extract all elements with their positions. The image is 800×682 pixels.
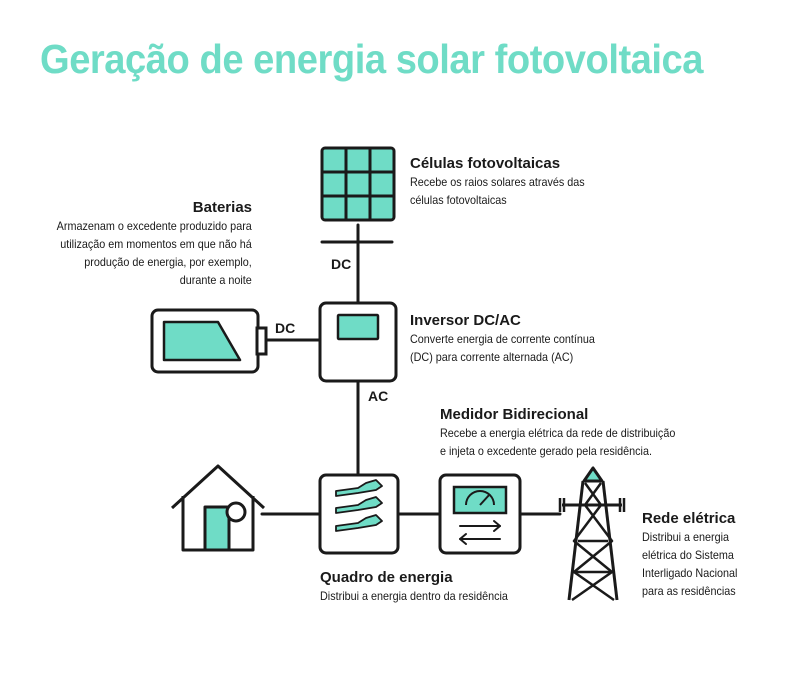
- grid-label: Rede elétrica: [642, 510, 736, 527]
- batteries-desc-3: produção de energia, por exemplo,: [84, 255, 252, 269]
- grid-desc-2: elétrica do Sistema: [642, 548, 734, 562]
- house-icon: [170, 464, 266, 552]
- batteries-desc-2: utilização em momentos em que não há: [60, 237, 252, 251]
- label-dc-battery: DC: [275, 320, 296, 336]
- grid-desc-1: Distribui a energia: [642, 530, 730, 544]
- distribution-board-icon: [318, 473, 400, 555]
- inverter-text: Inversor DC/AC Converte energia de corre…: [410, 311, 615, 366]
- grid-desc-3: Interligado Nacional: [642, 566, 738, 580]
- cells-label: Células fotovoltaicas: [410, 155, 561, 172]
- batteries-text: Baterias Armazenam o excedente produzido…: [35, 198, 252, 289]
- label-ac: AC: [368, 388, 389, 404]
- inverter-label: Inversor DC/AC: [410, 312, 521, 329]
- cells-desc-1: Recebe os raios solares através das: [410, 175, 585, 189]
- meter-desc-1: Recebe a energia elétrica da rede de dis…: [440, 426, 676, 440]
- batteries-desc-4: durante a noite: [179, 273, 252, 287]
- meter-text: Medidor Bidirecional Recebe a energia el…: [440, 405, 702, 460]
- inverter-desc-1: Converte energia de corrente contínua: [410, 332, 595, 346]
- battery-icon: [150, 308, 268, 374]
- inverter-icon: [318, 301, 398, 383]
- solar-panel-icon: [320, 146, 396, 222]
- meter-label: Medidor Bidirecional: [440, 406, 589, 423]
- label-dc-panel: DC: [331, 256, 352, 272]
- meter-desc-2: e injeta o excedente gerado pela residên…: [440, 444, 652, 458]
- transmission-tower-icon: [558, 466, 626, 602]
- grid-desc-4: para as residências: [642, 584, 736, 598]
- batteries-desc-1: Armazenam o excedente produzido para: [56, 219, 252, 233]
- meter-icon: [438, 473, 522, 555]
- grid-text: Rede elétrica Distribui a energia elétri…: [642, 509, 748, 600]
- cells-text: Células fotovoltaicas Recebe os raios so…: [410, 154, 604, 209]
- panel-text: Quadro de energia Distribui a energia de…: [320, 568, 529, 605]
- inverter-desc-2: (DC) para corrente alternada (AC): [410, 350, 574, 364]
- panel-label: Quadro de energia: [320, 569, 453, 586]
- batteries-label: Baterias: [192, 199, 252, 216]
- cells-desc-2: células fotovoltaicas: [410, 193, 507, 207]
- panel-desc-1: Distribui a energia dentro da residência: [320, 589, 508, 603]
- page-title: Geração de energia solar fotovoltaica: [40, 36, 704, 82]
